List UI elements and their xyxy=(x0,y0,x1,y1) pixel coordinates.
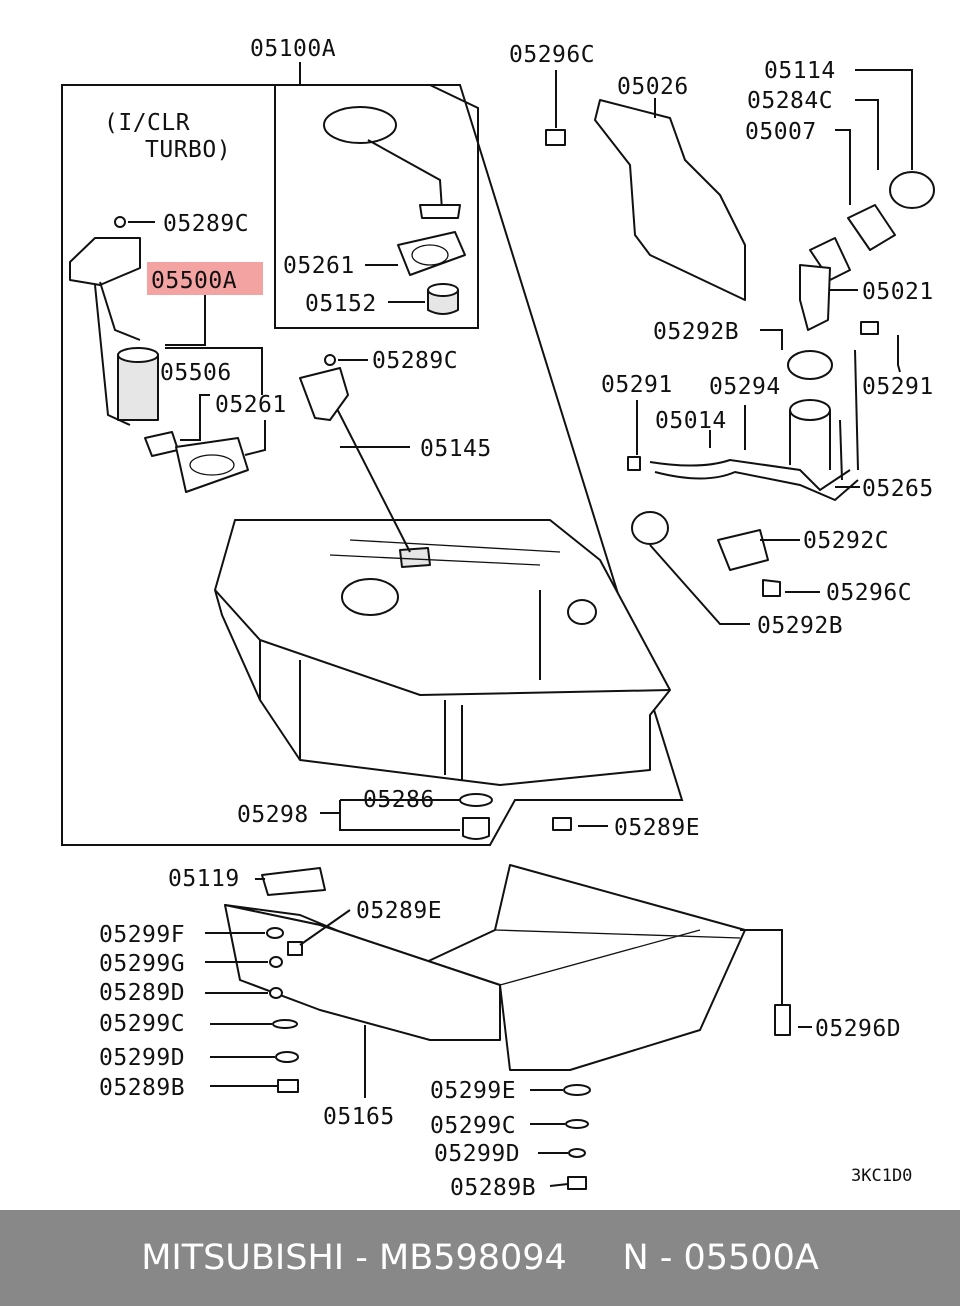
label-05026: 05026 xyxy=(617,74,689,100)
label-05286: 05286 xyxy=(363,787,435,813)
under-guard xyxy=(224,864,746,1071)
label-05292B-bottom: 05292B xyxy=(757,613,843,639)
label-05296C-right: 05296C xyxy=(826,580,912,606)
label-05500A: 05500A xyxy=(151,268,237,294)
label-05296D: 05296D xyxy=(815,1016,901,1042)
label-05265: 05265 xyxy=(862,476,934,502)
label-05165: 05165 xyxy=(323,1104,395,1130)
leader-lines xyxy=(128,62,913,1187)
group-note-line1: (I/CLR xyxy=(104,110,190,136)
label-05299C-left: 05299C xyxy=(99,1011,185,1037)
parts-diagram: (I/CLR TURBO) 05100A 05296C 05026 05114 … xyxy=(61,36,935,1201)
label-05289C-top: 05289C xyxy=(163,211,249,237)
label-05021: 05021 xyxy=(862,279,934,305)
label-05299G: 05299G xyxy=(99,951,185,977)
fuel-pump-assembly xyxy=(69,237,249,493)
label-05506: 05506 xyxy=(160,360,232,386)
label-05014: 05014 xyxy=(655,408,727,434)
label-05289C-mid: 05289C xyxy=(372,348,458,374)
hardware xyxy=(114,216,791,1190)
label-05292B-top: 05292B xyxy=(653,319,739,345)
label-05299C-bottom: 05299C xyxy=(430,1113,516,1139)
sender-box-outline xyxy=(274,84,479,329)
label-05289B-left: 05289B xyxy=(99,1075,185,1101)
label-05298: 05298 xyxy=(237,802,309,828)
label-05289B-bottom: 05289B xyxy=(450,1175,536,1201)
label-05289D: 05289D xyxy=(99,980,185,1006)
footer-bar: MITSUBISHI - MB598094 N - 05500A xyxy=(0,1210,960,1306)
highlight-box xyxy=(147,262,263,295)
fuel-sender-unit xyxy=(323,106,466,315)
label-05291-left: 05291 xyxy=(601,372,673,398)
label-05007: 05007 xyxy=(745,119,817,145)
label-05284C: 05284C xyxy=(747,88,833,114)
label-05291-right: 05291 xyxy=(862,374,934,400)
gauge-tube xyxy=(329,394,411,553)
label-05145: 05145 xyxy=(420,436,492,462)
label-05261-top: 05261 xyxy=(283,253,355,279)
footer-part-info: MITSUBISHI - MB598094 N - 05500A xyxy=(141,1238,819,1278)
filler-neck-assembly xyxy=(545,99,935,597)
label-05296C: 05296C xyxy=(509,42,595,68)
part-labels: (I/CLR TURBO) 05100A 05296C 05026 05114 … xyxy=(99,36,934,1201)
label-05292C: 05292C xyxy=(803,528,889,554)
label-05152: 05152 xyxy=(305,291,377,317)
fuel-tank xyxy=(214,519,671,786)
label-05299E: 05299E xyxy=(430,1078,516,1104)
diagram-code: 3KC1D0 xyxy=(851,1166,912,1186)
label-05289E-bottom: 05289E xyxy=(356,898,442,924)
label-05114: 05114 xyxy=(764,58,836,84)
label-05299D-bottom: 05299D xyxy=(434,1141,520,1167)
label-05119: 05119 xyxy=(168,866,240,892)
assembly-outline xyxy=(61,84,684,846)
label-05289E-top: 05289E xyxy=(614,815,700,841)
label-05299F: 05299F xyxy=(99,922,185,948)
label-05100A: 05100A xyxy=(250,36,336,62)
group-note-line2: TURBO) xyxy=(145,137,231,163)
label-05261-left: 05261 xyxy=(215,392,287,418)
label-05299D-left: 05299D xyxy=(99,1045,185,1071)
label-05294: 05294 xyxy=(709,374,781,400)
